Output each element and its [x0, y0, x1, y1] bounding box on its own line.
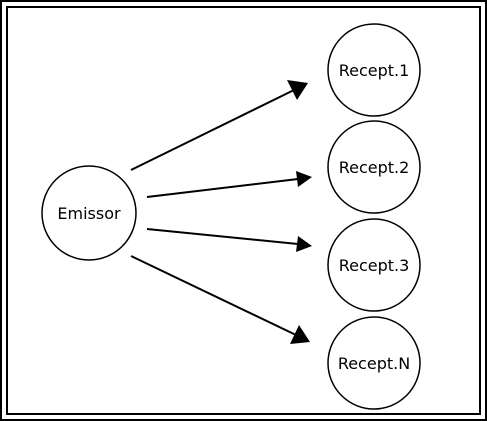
receiver-node-3: Recept.3	[327, 218, 421, 312]
receiver-circle	[327, 218, 421, 312]
arrow-to-receiver-n	[130, 255, 310, 344]
receiver-node-1: Recept.1	[327, 23, 421, 117]
emitter-node: Emissor	[41, 165, 137, 261]
receiver-circle	[327, 23, 421, 117]
arrow-shaft	[130, 89, 295, 171]
arrow-shaft	[146, 228, 299, 245]
receiver-label: Recept.1	[339, 61, 410, 80]
arrowhead-icon	[296, 236, 312, 252]
arrow-to-receiver-1	[130, 80, 308, 171]
arrowhead-icon	[287, 80, 308, 100]
receiver-label: Recept.N	[338, 354, 410, 373]
inner-frame	[6, 6, 481, 415]
arrow-shaft	[130, 255, 297, 336]
arrow-shaft	[146, 178, 299, 198]
emitter-circle	[41, 165, 137, 261]
receiver-circle	[327, 316, 421, 410]
receiver-label: Recept.2	[339, 158, 410, 177]
arrowhead-icon	[296, 171, 312, 187]
receiver-node-2: Recept.2	[327, 120, 421, 214]
arrow-to-receiver-2	[146, 171, 312, 198]
arrow-to-receiver-3	[146, 228, 312, 252]
emitter-label: Emissor	[57, 204, 121, 223]
arrowhead-icon	[290, 325, 310, 344]
receiver-node-n: Recept.N	[327, 316, 421, 410]
receiver-label: Recept.3	[339, 256, 410, 275]
receiver-circle	[327, 120, 421, 214]
